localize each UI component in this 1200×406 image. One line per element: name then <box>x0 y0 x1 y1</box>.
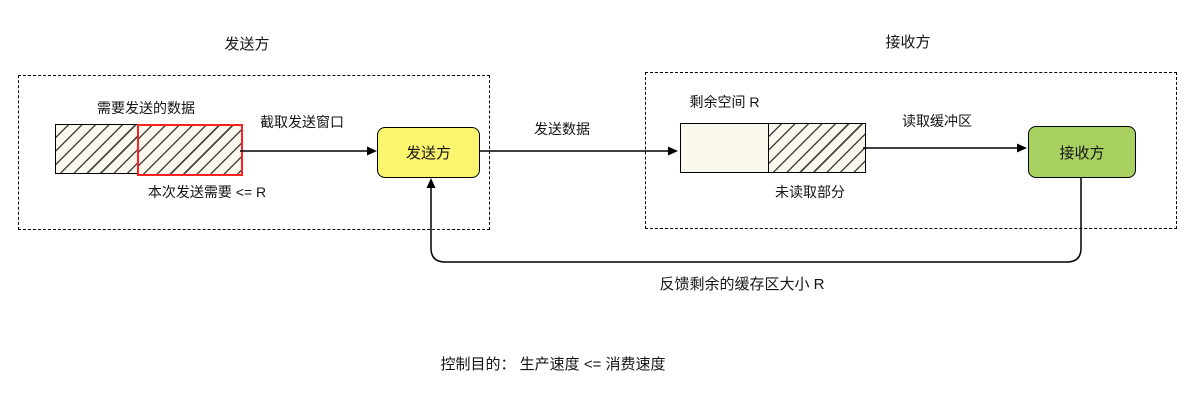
sender-buffer <box>55 124 243 176</box>
unread-label: 未读取部分 <box>775 184 845 200</box>
sender-buffer-label: 需要发送的数据 <box>97 100 195 116</box>
unread-segment <box>768 123 866 173</box>
sender-buffer-remaining-segment <box>55 124 137 174</box>
receiver-group-title: 接收方 <box>885 34 931 51</box>
sender-group-title: 发送方 <box>224 36 270 53</box>
control-goal-text: 控制目的： 生产速度 <= 消费速度 <box>440 356 666 373</box>
sender-group-box <box>18 75 490 230</box>
capture-window-arrow-label: 截取发送窗口 <box>260 114 344 130</box>
send-data-arrow-label: 发送数据 <box>534 121 590 137</box>
receiver-buffer-label: 剩余空间 R <box>689 94 760 110</box>
read-buffer-arrow-label: 读取缓冲区 <box>902 113 972 129</box>
receiver-node: 接收方 <box>1028 126 1136 178</box>
free-space-segment <box>680 123 768 173</box>
send-window-segment <box>137 124 243 176</box>
send-window-note: 本次发送需要 <= R <box>147 184 267 200</box>
feedback-arrow-label: 反馈剩余的缓存区大小 R <box>659 276 825 293</box>
receiver-buffer <box>680 123 866 173</box>
sender-node: 发送方 <box>377 127 480 178</box>
